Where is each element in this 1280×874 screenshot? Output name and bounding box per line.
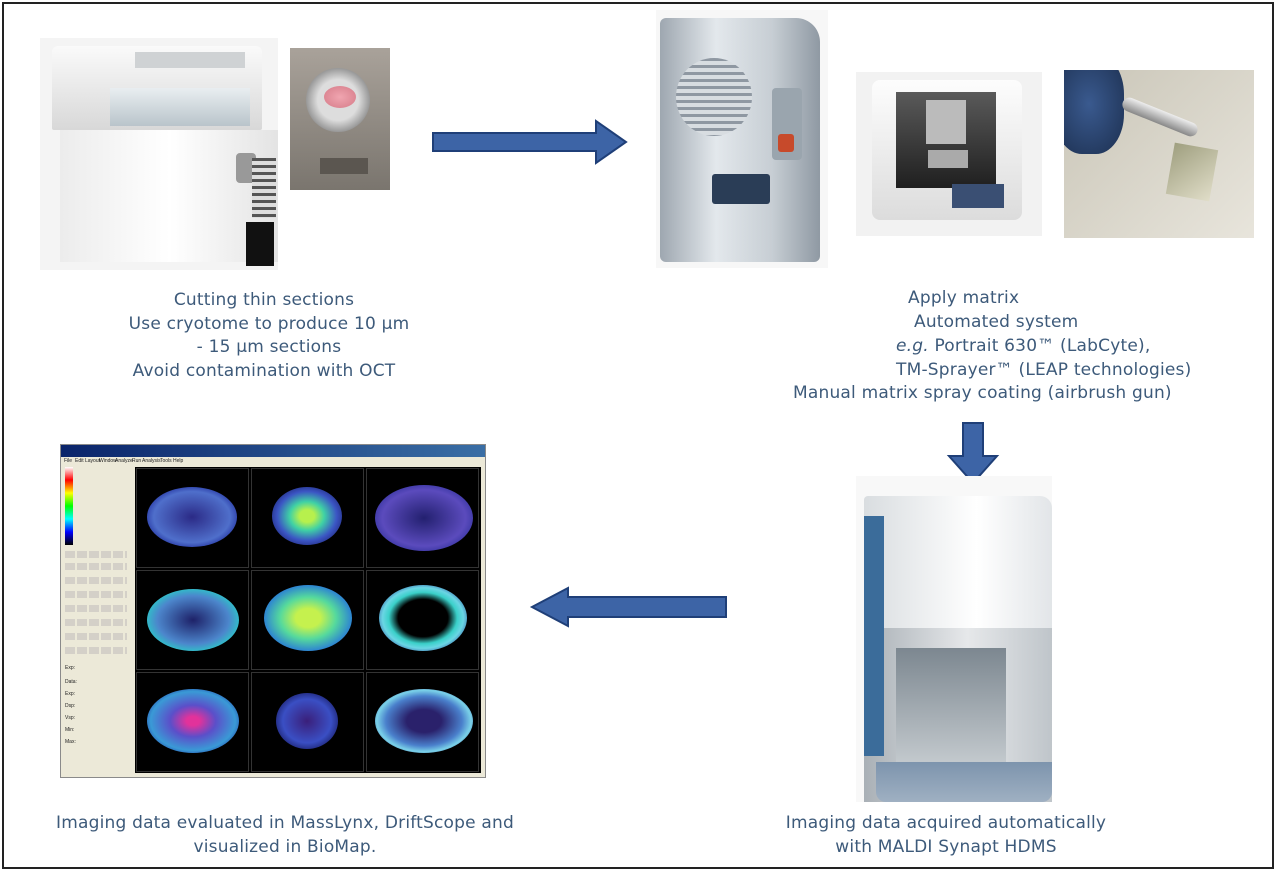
- biomap-tool-row: [65, 551, 127, 558]
- cutting-line-1: Cutting thin sections: [173, 290, 355, 310]
- matrix-line-1: Apply matrix: [908, 288, 1020, 308]
- ion-image-cell: [251, 468, 364, 568]
- biomap-field-vsp: Vsp:: [65, 715, 76, 721]
- portrait-630-image: [656, 10, 828, 268]
- biomap-menu-help: Help: [173, 458, 184, 464]
- matrix-eg: e.g.: [896, 336, 929, 356]
- biomap-tool-row: [65, 577, 127, 584]
- biomap-tool-row: [65, 647, 127, 654]
- arrow-right-icon: [432, 119, 628, 165]
- biomap-field-max: Max:: [65, 739, 76, 745]
- biomap-image-grid: [135, 467, 481, 773]
- biomap-field-min: Min:: [65, 727, 75, 733]
- ion-image-cell: [366, 468, 479, 568]
- cutting-caption: Cutting thin sections Use cryotome to pr…: [104, 289, 434, 383]
- ion-image-cell: [251, 570, 364, 670]
- biomap-tool-row: [65, 563, 127, 570]
- matrix-line-5: Manual matrix spray coating (airbrush gu…: [793, 383, 1172, 403]
- ion-image-cell: [251, 672, 364, 772]
- biomap-field-exp2: Exp:: [65, 691, 76, 697]
- ion-image-cell: [136, 468, 249, 568]
- evaluated-line-2: visualized in BioMap.: [193, 836, 377, 857]
- biomap-field-data: Data:: [65, 679, 77, 685]
- biomap-menu-window: Window: [99, 458, 117, 464]
- acquired-line-2: with MALDI Synapt HDMS: [835, 836, 1057, 857]
- arrow-left-icon: [529, 586, 727, 628]
- ion-image-cell: [366, 672, 479, 772]
- biomap-titlebar: [61, 445, 485, 457]
- cryotome-chamber-image: [290, 48, 390, 190]
- cutting-line-4: Avoid contamination with OCT: [132, 360, 396, 381]
- biomap-menu-layout: Layout: [85, 458, 101, 464]
- arrow-down-icon: [946, 422, 1000, 485]
- biomap-menu-analyze: Analyze: [115, 458, 133, 464]
- airbrush-image: [1064, 70, 1254, 238]
- biomap-tool-row: [65, 591, 127, 598]
- acquired-line-1: Imaging data acquired automatically: [785, 813, 1107, 833]
- matrix-portrait: Portrait 630™ (LabCyte),: [928, 336, 1151, 356]
- acquired-caption: Imaging data acquired automatically with…: [740, 812, 1152, 859]
- biomap-tool-row: [65, 605, 127, 612]
- biomap-field-exp: Exp:: [65, 665, 76, 671]
- synapt-hdms-image: [856, 476, 1052, 802]
- cutting-line-2: Use cryotome to produce 10 µm: [128, 313, 410, 334]
- biomap-menu-file: File: [64, 458, 73, 464]
- cutting-line-3: - 15 µm sections: [196, 337, 342, 357]
- biomap-tool-row: [65, 619, 127, 626]
- matrix-line-3: e.g. Portrait 630™ (LabCyte),: [896, 335, 1150, 359]
- evaluated-line-1: Imaging data evaluated in MassLynx, Drif…: [56, 813, 514, 833]
- ion-image-cell: [136, 672, 249, 772]
- tm-sprayer-image: [856, 72, 1042, 236]
- biomap-field-dsp: Dsp:: [65, 703, 76, 709]
- biomap-menu-edit: Edit: [75, 458, 84, 464]
- ion-image-cell: [136, 570, 249, 670]
- biomap-screenshot: File Edit Layout Window Analyze Run Anal…: [60, 444, 486, 778]
- color-scale-bar: [65, 467, 73, 545]
- biomap-menubar: [61, 457, 485, 466]
- ion-image-cell: [366, 570, 479, 670]
- matrix-line-4: TM-Sprayer™ (LEAP technologies): [896, 360, 1192, 380]
- matrix-line-2: Automated system: [914, 312, 1079, 332]
- cryotome-image: [40, 38, 278, 270]
- biomap-menu-analysis: Analysis: [142, 458, 161, 464]
- biomap-tool-row: [65, 633, 127, 640]
- biomap-menu-tools: Tools: [160, 458, 172, 464]
- biomap-menu-run: Run: [132, 458, 142, 464]
- evaluated-caption: Imaging data evaluated in MassLynx, Drif…: [0, 812, 570, 859]
